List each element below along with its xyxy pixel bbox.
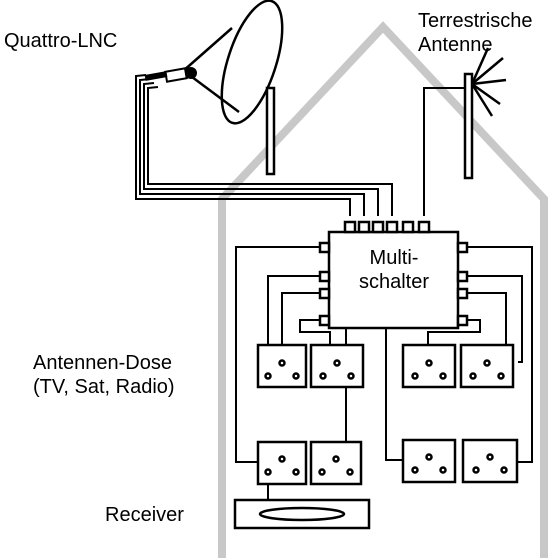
socket-6: [309, 440, 363, 486]
socket-label-line-1: Antennen-Dose: [33, 352, 172, 374]
multiswitch: [318, 220, 469, 330]
house-outline: [218, 21, 548, 558]
lnc-label-text: Quattro-LNC: [4, 30, 118, 52]
socket-7: [401, 438, 457, 484]
socket-4: [459, 343, 515, 389]
multiswitch-label-line-2: schalter: [358, 271, 430, 293]
terrestrial-label-line-1: Terrestrische: [418, 10, 533, 32]
output-cables: [235, 246, 533, 463]
socket-label: Antennen-Dose (TV, Sat, Radio): [33, 351, 175, 399]
receiver-label: Receiver: [105, 503, 184, 527]
socket-label-line-2: (TV, Sat, Radio): [33, 376, 175, 398]
terrestrial-label-line-2: Antenne: [418, 34, 493, 56]
lnc-icon: [144, 67, 197, 83]
sockets: [256, 343, 519, 486]
terrestrial-antenna-label: Terrestrische Antenne: [418, 9, 532, 57]
receiver-label-text: Receiver: [105, 504, 184, 526]
socket-5: [256, 440, 308, 486]
terrestrial-antenna-icon: [463, 47, 507, 180]
receiver-icon: [233, 498, 371, 530]
satellite-dish: [181, 0, 284, 176]
terrestrial-cable: [423, 87, 466, 216]
socket-3: [401, 343, 457, 389]
socket-1: [256, 343, 308, 389]
socket-2: [309, 343, 365, 389]
lnc-label: Quattro-LNC: [4, 29, 117, 53]
multiswitch-label-line-1: Multi-: [369, 247, 419, 269]
multiswitch-label: Multi- schalter: [338, 246, 450, 294]
socket-8: [461, 438, 519, 484]
sat-cables: [135, 74, 393, 216]
